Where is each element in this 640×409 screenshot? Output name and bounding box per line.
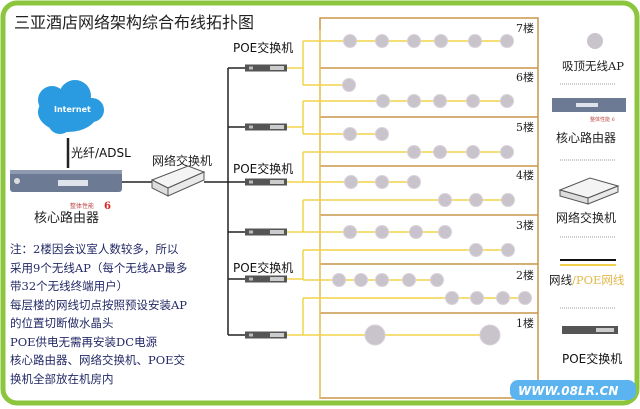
ceiling-ap-icon	[438, 225, 452, 239]
ceiling-ap-icon	[469, 193, 483, 207]
building-outline	[319, 17, 539, 399]
page-title: 三亚酒店网络架构综合布线拓扑图	[14, 13, 254, 32]
ceiling-ap-icon	[376, 94, 390, 108]
ceiling-ap-icon	[364, 324, 386, 346]
poe-switch-icon	[245, 123, 287, 131]
poe-switch-label: POE交换机	[233, 260, 293, 275]
internet-label: Internet	[54, 105, 91, 114]
ceiling-ap-icon	[469, 243, 483, 257]
ceiling-ap-icon	[375, 273, 389, 287]
ceiling-ap-icon	[409, 225, 423, 239]
ceiling-ap-icon	[375, 34, 389, 48]
legend-cable-text: 网线/POE网线	[549, 273, 625, 287]
ceiling-ap-icon	[343, 225, 357, 239]
legend: 吸顶无线AP 整体性能 6 核心路由器 网络交换机 网线/POE网线 POE交换…	[549, 33, 626, 366]
legend-router-label: 核心路由器	[556, 130, 616, 145]
svg-text:6: 6	[104, 201, 111, 212]
ceiling-ap-icon	[375, 127, 389, 141]
ceiling-ap-icon	[501, 193, 515, 207]
uplink-label: 光纤/ADSL	[71, 146, 131, 160]
floor-label: 1楼	[516, 316, 534, 330]
core-router-icon: 整体性能 6	[10, 170, 122, 212]
ceiling-ap-icon	[466, 94, 480, 108]
watermark-badge	[510, 380, 636, 400]
ceiling-ap-icon	[407, 145, 421, 159]
network-switch-icon	[150, 165, 206, 197]
core-router-label: 核心路由器	[34, 210, 99, 226]
ceiling-ap-icon	[332, 273, 346, 287]
note-line: 核心路由器、网络交换机、POE交	[10, 353, 186, 367]
ceiling-ap-icon	[500, 34, 514, 48]
ceiling-ap-icon	[466, 145, 480, 159]
ceiling-ap-icon	[479, 324, 501, 346]
ceiling-ap-icon	[344, 175, 358, 189]
legend-poe-cable-label: POE网线	[576, 273, 625, 287]
legend-cable-label: 网线	[549, 273, 572, 287]
legend-switch-label: 网络交换机	[556, 210, 616, 225]
ceiling-ap-icon	[433, 145, 447, 159]
note-line: 带32个无线终端用户）	[10, 279, 129, 293]
poe-switch-group	[228, 41, 304, 339]
poe-switch-icon	[245, 178, 287, 186]
legend-poe-switch-label: POE交换机	[562, 351, 622, 366]
ceiling-ap-icon	[500, 94, 514, 108]
ceiling-ap-icon	[407, 34, 421, 48]
internet-cloud-icon	[38, 80, 104, 134]
poe-switch-label: POE交换机	[233, 40, 293, 55]
legend-ap-icon	[587, 33, 603, 49]
ceiling-ap-icon	[501, 243, 515, 257]
note-line: 采用9个无线AP（每个无线AP最多	[10, 260, 188, 275]
svg-text:整体性能: 整体性能	[70, 202, 94, 210]
floor-label: 2楼	[516, 268, 534, 282]
floors: 7楼 6楼 5楼 4楼 3楼 2楼 1楼	[320, 21, 538, 330]
ceiling-ap-icon	[354, 273, 368, 287]
network-switch-label: 网络交换机	[152, 153, 212, 168]
floor-label: 4楼	[516, 168, 534, 182]
ceiling-ap-icon	[407, 94, 421, 108]
ceiling-ap-icon	[375, 225, 389, 239]
ceiling-ap-icon	[402, 273, 416, 287]
note-line: 注：2楼因会议室人数较多，所以	[10, 242, 179, 256]
poe-switch-icon	[245, 228, 287, 236]
legend-poe-switch-icon	[562, 326, 618, 334]
access-points	[303, 30, 532, 398]
ceiling-ap-icon	[342, 78, 356, 92]
floor-label: 3楼	[516, 218, 534, 232]
ceiling-ap-icon	[343, 127, 357, 141]
ceiling-ap-icon	[430, 273, 444, 287]
ceiling-ap-icon	[433, 94, 447, 108]
ceiling-ap-icon	[434, 34, 448, 48]
floor-label: 7楼	[516, 21, 534, 35]
ceiling-ap-icon	[407, 175, 421, 189]
poe-switch-icon	[245, 331, 287, 339]
poe-switch-label: POE交换机	[233, 161, 293, 176]
note-line: POE供电无需再安装DC电源	[10, 334, 158, 349]
ceiling-ap-icon	[496, 291, 510, 305]
poe-switch-icon	[245, 64, 287, 72]
legend-router-icon: 整体性能 6	[552, 98, 626, 123]
notes: 注：2楼因会议室人数较多，所以 采用9个无线AP（每个无线AP最多 带32个无线…	[10, 240, 225, 388]
ceiling-ap-icon	[375, 175, 389, 189]
note-line: 每层楼的网线切点按照预设安装AP	[10, 297, 188, 312]
ceiling-ap-icon	[470, 291, 484, 305]
watermark: WWW.08LR.CN	[518, 384, 618, 398]
note-line: 的位置切断做水晶头	[10, 316, 114, 330]
legend-separator: /	[572, 273, 576, 287]
ceiling-ap-icon	[518, 291, 532, 305]
ceiling-ap-icon	[500, 145, 514, 159]
ceiling-ap-icon	[438, 193, 452, 207]
svg-text:整体性能 6: 整体性能 6	[590, 116, 615, 123]
ceiling-ap-icon	[468, 34, 482, 48]
legend-switch-icon	[558, 177, 620, 205]
ceiling-ap-icon	[343, 34, 357, 48]
floor-label: 5楼	[516, 120, 534, 134]
ceiling-ap-icon	[445, 291, 459, 305]
floor-label: 6楼	[516, 70, 534, 84]
poe-switch-icon	[245, 275, 287, 283]
legend-ap-label: 吸顶无线AP	[562, 59, 624, 73]
note-line: 换机全部放在机房内	[10, 371, 114, 386]
